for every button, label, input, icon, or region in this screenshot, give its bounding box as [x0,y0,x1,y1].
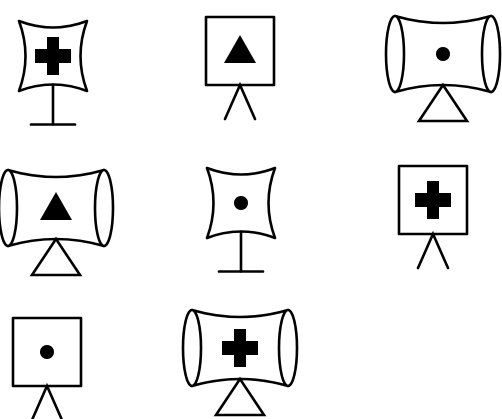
triangle-stand [32,239,80,275]
cell-8 [183,310,297,415]
barrel-right-end [279,310,297,386]
cell-1 [19,21,87,125]
figure-cells [0,16,500,419]
cell-3 [386,16,500,121]
dot-symbol [40,345,54,359]
barrel-left-end [183,310,201,386]
legs-stand [32,386,62,419]
barrel-right-end [482,16,500,92]
cell-5 [207,168,275,272]
legs-stand [225,85,255,119]
triangle-stand [419,85,467,121]
barrel-right-end [95,170,113,246]
barrel-left-end [386,16,404,92]
cell-4 [0,170,113,275]
legs-stand [418,234,448,268]
cell-2 [206,17,274,119]
dot-symbol [436,47,450,61]
dot-symbol [234,196,248,210]
triangle-stand [216,379,264,415]
cell-7 [13,318,81,419]
barrel-left-end [0,170,17,246]
cell-6 [399,166,467,268]
